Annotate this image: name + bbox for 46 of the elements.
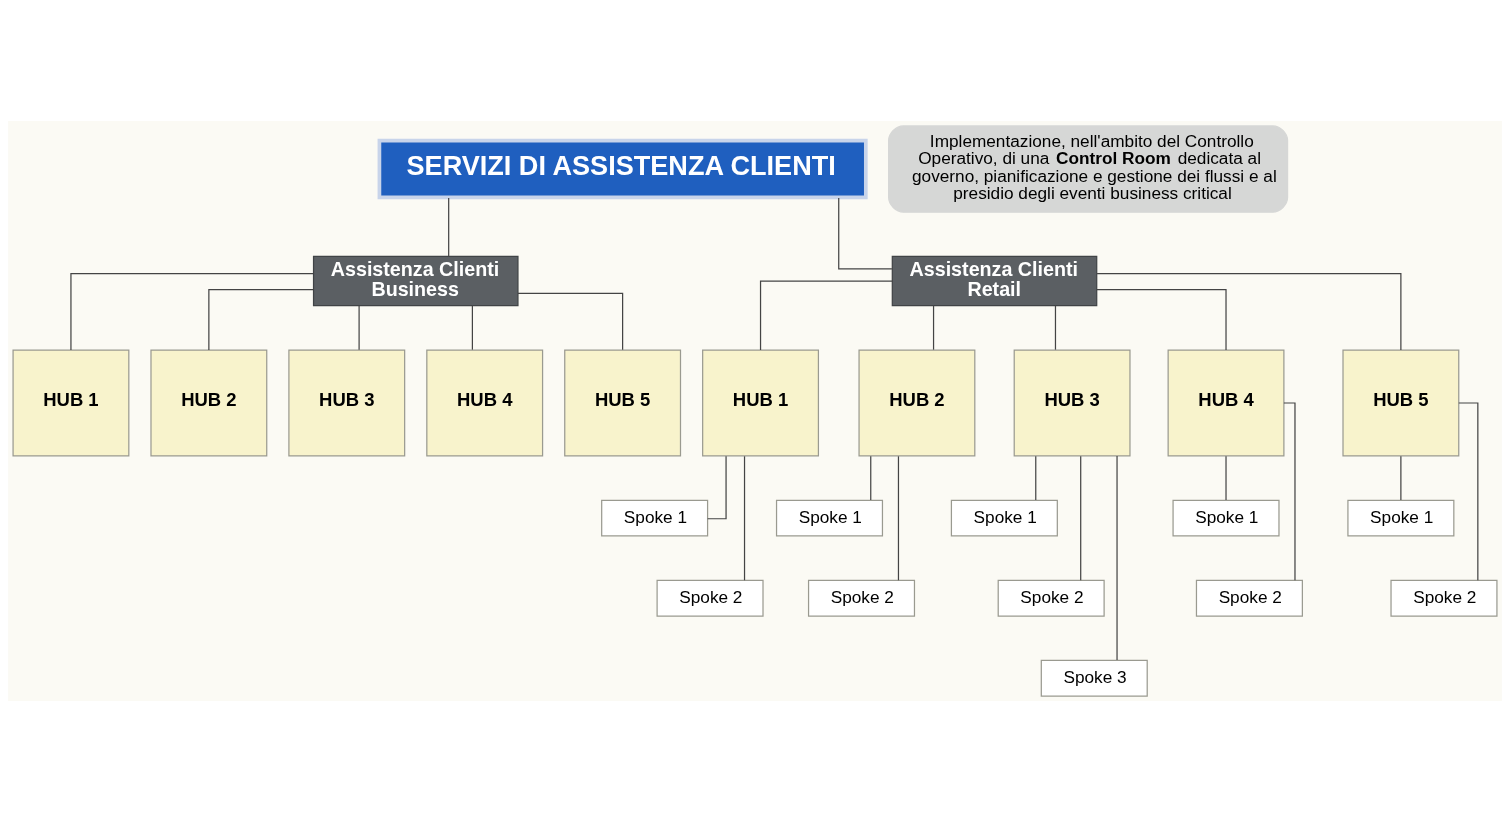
node-box: Spoke 2: [1195, 579, 1303, 617]
node-box: HUB 5: [1342, 349, 1460, 457]
node-box: Spoke 2: [807, 579, 916, 617]
node-box: HUB 2: [858, 349, 976, 457]
node-box: Spoke 2: [1390, 579, 1498, 617]
node-box: Spoke 1: [601, 499, 709, 537]
connector: [743, 455, 746, 581]
connector: [1225, 455, 1227, 501]
connector: [448, 197, 450, 257]
node-box: HUB 2: [150, 349, 268, 457]
connector: [517, 292, 624, 351]
connector: [208, 289, 315, 351]
node-box: HUB 4: [1167, 349, 1285, 457]
node-box: Spoke 2: [656, 579, 764, 617]
node-box: Spoke 1: [950, 499, 1058, 537]
node-box: Spoke 1: [1172, 499, 1280, 537]
node-box: HUB 4: [426, 349, 544, 457]
connector: [70, 273, 314, 351]
connector: [1116, 455, 1118, 661]
node-box: HUB 5: [564, 349, 682, 457]
connector: [1080, 455, 1082, 581]
connector: [897, 455, 900, 581]
node-box: HUB 1: [12, 349, 130, 457]
connector: [1096, 289, 1227, 351]
connector: [870, 455, 872, 501]
node-box: HUB 1: [702, 349, 820, 457]
connector: [759, 280, 893, 351]
node-box: Spoke 3: [1040, 659, 1148, 697]
node-box: Spoke 1: [1347, 499, 1455, 537]
node-box: Spoke 1: [775, 499, 884, 537]
connector: [358, 305, 360, 351]
connector: [1400, 455, 1402, 501]
connector: [1096, 273, 1402, 351]
connector: [471, 305, 473, 351]
connector: [932, 305, 935, 351]
node-box: Assistenza Clienti Business: [312, 255, 519, 307]
connector: [1283, 402, 1296, 581]
connector: [838, 197, 893, 270]
node-box: Spoke 2: [997, 579, 1105, 617]
node-box: Assistenza Clienti Retail: [891, 255, 1098, 307]
node-box: HUB 3: [288, 349, 406, 457]
node-box: Implementazione, nell'ambito del Controllo Operativo, di una Control Room dedicata al governo, pianificazione e gestione dei flussi e al presidio degli eventi business critical: [888, 125, 1289, 213]
connector: [1054, 305, 1057, 351]
node-box: HUB 3: [1013, 349, 1131, 457]
connector: [1035, 455, 1037, 501]
node-box: SERVIZI DI ASSISTENZA CLIENTI: [377, 138, 868, 200]
